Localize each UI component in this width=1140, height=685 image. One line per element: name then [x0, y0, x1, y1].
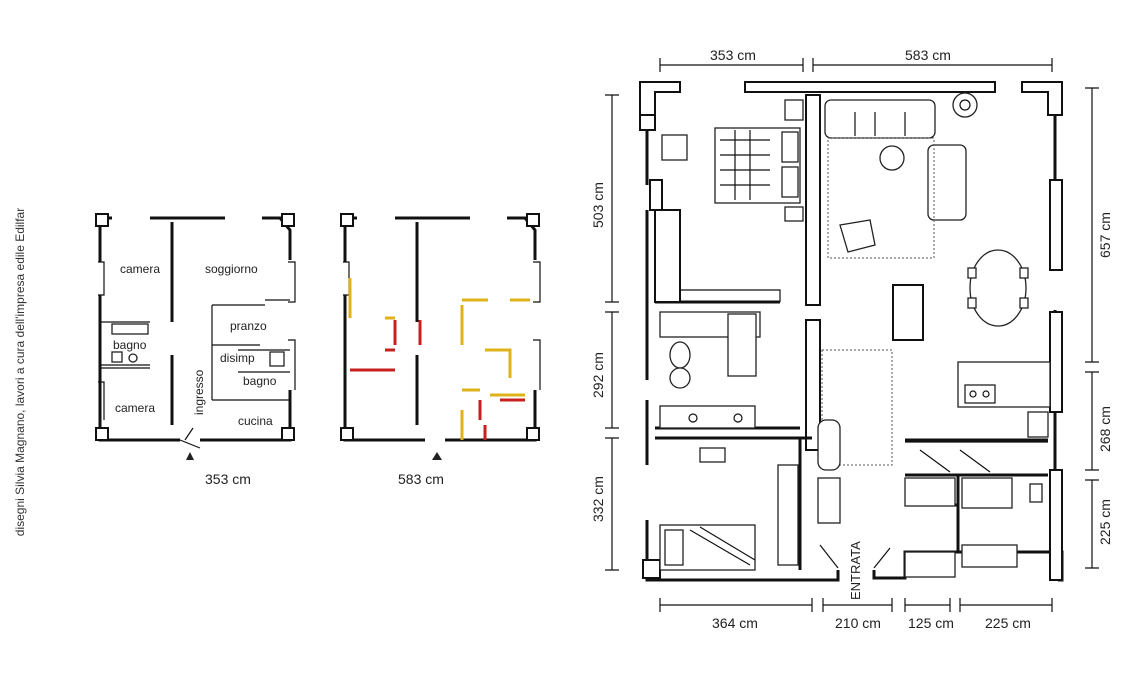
room-label-disimp: disimp [220, 351, 255, 365]
dim-left-292: 292 cm [590, 352, 606, 398]
room-label-bagno-left: bagno [113, 338, 147, 352]
room-label-pranzo: pranzo [230, 319, 267, 333]
room-label-ingresso: ingresso [192, 369, 206, 415]
plan-works-dimension: 583 cm [398, 471, 444, 487]
dim-right-225: 225 cm [1097, 499, 1113, 545]
dim-right-268: 268 cm [1097, 406, 1113, 452]
dim-bottom-225: 225 cm [985, 615, 1031, 631]
plan-before-dimension: 353 cm [205, 471, 251, 487]
plan-before: camera soggiorno pranzo bagno disimp bag… [95, 213, 296, 487]
dim-top-353: 353 cm [710, 47, 756, 63]
dim-bottom-210: 210 cm [835, 615, 881, 631]
room-label-camera-top: camera [120, 262, 160, 276]
room-label-camera-bottom: camera [115, 401, 155, 415]
plan-works: 583 cm [340, 213, 541, 487]
room-label-soggiorno: soggiorno [205, 262, 258, 276]
room-label-bagno-right: bagno [243, 374, 277, 388]
room-label-cucina: cucina [238, 414, 273, 428]
dim-bottom-364: 364 cm [712, 615, 758, 631]
plan-after: 353 cm 583 cm 503 cm 292 cm 332 cm 657 c… [590, 47, 1113, 631]
dim-left-503: 503 cm [590, 182, 606, 228]
entrance-label: ENTRATA [848, 541, 863, 600]
dim-top-583: 583 cm [905, 47, 951, 63]
dim-right-657: 657 cm [1097, 212, 1113, 258]
dim-left-332: 332 cm [590, 476, 606, 522]
credit-text: disegni Silvia Magnano, lavori a cura de… [13, 207, 27, 537]
dim-bottom-125: 125 cm [908, 615, 954, 631]
